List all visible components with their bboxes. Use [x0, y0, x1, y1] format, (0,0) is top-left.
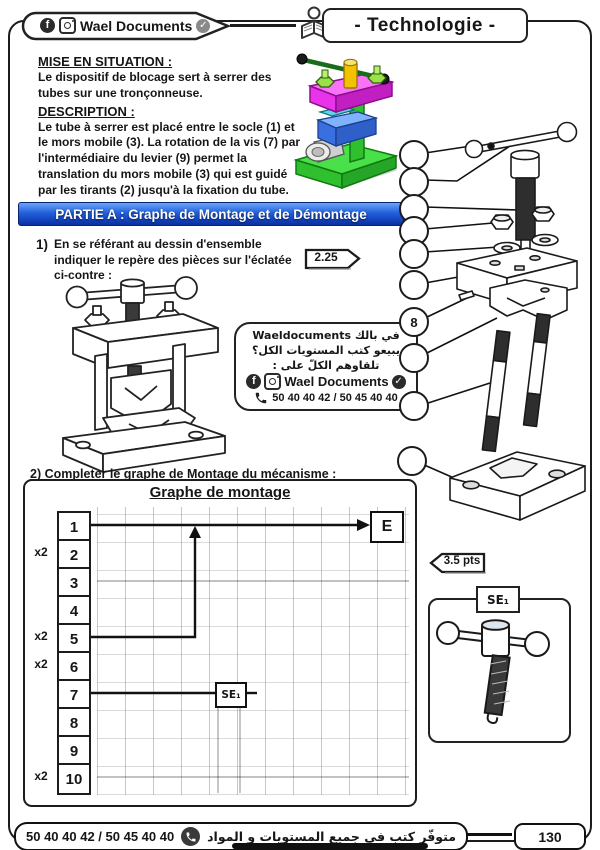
- bubble-line-2: يبيعو كتب المستويات الكل؟: [252, 343, 400, 357]
- row-mult-label: x2: [34, 545, 48, 559]
- points-badge-3-5: 3.5 pts: [443, 555, 481, 567]
- graph-title: Graphe de montage: [149, 484, 291, 501]
- q1-number: 1): [36, 237, 49, 252]
- page-number-pill: 130: [514, 823, 586, 850]
- description-heading: DESCRIPTION :: [38, 103, 135, 119]
- row-number-box: 10: [57, 763, 91, 795]
- question-2-heading: 2) Completer le graphe de Montage du méc…: [30, 467, 337, 481]
- points-badge-2-25-shape: [304, 248, 361, 270]
- bubble-phones: 50 40 40 42 / 50 45 40 40: [272, 392, 398, 405]
- row-number-box: 8: [57, 707, 91, 739]
- mechanism-color-drawing: [293, 53, 399, 190]
- home-indicator-bar: [232, 843, 428, 849]
- instagram-icon: [59, 17, 76, 34]
- question-1: 1) En se référant au dessin d'ensemble i…: [36, 237, 298, 284]
- description-body: Le tube à serrer est placé entre le socl…: [38, 119, 301, 197]
- partie-a-banner: PARTIE A : Graphe de Montage et de Démon…: [18, 202, 404, 226]
- verified-icon: ✓: [391, 374, 406, 389]
- reader-icon: [301, 6, 327, 39]
- header-connector-line: [230, 24, 296, 27]
- brand-label: Wael Documents: [80, 17, 193, 34]
- row-number-box: 5: [57, 623, 91, 655]
- footer-phone-icon: [181, 827, 201, 846]
- callout-circle-1: [399, 140, 429, 170]
- nuts: [315, 65, 387, 88]
- se1-detail-box: [428, 598, 571, 743]
- callout-circle-8: [399, 343, 429, 373]
- graph-grid: [97, 507, 409, 795]
- row-number-box: 7: [57, 679, 91, 711]
- footer-phones: 50 40 40 42 / 50 45 40 40: [26, 829, 175, 844]
- points-badge-2-25: 2.25: [314, 250, 338, 264]
- situation-body: Le dispositif de blocage sert à serrer d…: [38, 70, 272, 100]
- bubble-brand-row: f Wael Documents ✓: [246, 373, 406, 391]
- situation-heading: MISE EN SITUATION :: [38, 54, 173, 69]
- row-mult-label: x2: [34, 657, 48, 671]
- bubble-line-1: في بالك Waeldocuments: [252, 329, 400, 342]
- row-number-box: 6: [57, 651, 91, 683]
- callout-circle-9: [399, 391, 429, 421]
- facebook-icon: f: [246, 374, 262, 390]
- callout-circle-6: [399, 270, 429, 300]
- graph-box: Graphe de montage E SE₁ x2 x2 x2 x2 1: [23, 479, 417, 807]
- graph-se1-node: SE₁: [215, 682, 247, 708]
- callout-circle-7: 8: [399, 307, 429, 337]
- graph-end-box: E: [370, 511, 404, 543]
- phone-icon: [256, 393, 267, 404]
- se1-detail-tab: SE₁: [476, 586, 520, 613]
- points-badge-3-5-shape: [429, 552, 486, 574]
- brand-row: f Wael Documents ✓: [40, 17, 211, 34]
- bubble-brand-label: Wael Documents: [284, 374, 389, 390]
- subject-title: - Technologie -: [354, 14, 496, 36]
- partie-a-banner-label: PARTIE A : Graphe de Montage et de Démon…: [55, 206, 367, 222]
- se1-screw-drawing: [436, 619, 550, 725]
- instagram-icon: [264, 373, 282, 391]
- callout-circle-5: [399, 239, 429, 269]
- row-number-box: 2: [57, 539, 91, 571]
- row-mult-label: x2: [34, 629, 48, 643]
- footer-pill: 50 40 40 42 / 50 45 40 40 متوفّر كتب في …: [14, 822, 468, 850]
- verified-icon: ✓: [196, 18, 211, 33]
- subject-title-box: - Technologie -: [322, 8, 528, 43]
- row-mult-label: x2: [34, 769, 48, 783]
- callout-circle-10: [397, 446, 427, 476]
- exploded-drawing: [421, 121, 586, 521]
- callout-circle-2: [399, 167, 429, 197]
- graph-lines: [87, 519, 409, 793]
- footer-connector-line: [446, 833, 512, 836]
- tube: [305, 135, 345, 163]
- ad-bubble: في بالك Waeldocuments يبيعو كتب المستويا…: [234, 322, 418, 412]
- callout-label: 8: [410, 314, 418, 330]
- assembly-drawing: [62, 276, 226, 473]
- intro-text-column: MISE EN SITUATION : Le dispositif de blo…: [38, 54, 302, 201]
- bubble-phone-row: 50 40 40 42 / 50 45 40 40: [254, 391, 398, 405]
- bubble-line-3: تلقاوهم الكلّ على :: [272, 358, 380, 372]
- q1-text: En se référant au dessin d'ensemble indi…: [54, 237, 292, 283]
- facebook-icon: f: [40, 18, 55, 33]
- row-number-box: 9: [57, 735, 91, 767]
- footer-arabic-text: متوفّر كتب في جميع المستويات و المواد: [207, 829, 456, 844]
- exploded-view: 8: [395, 48, 587, 540]
